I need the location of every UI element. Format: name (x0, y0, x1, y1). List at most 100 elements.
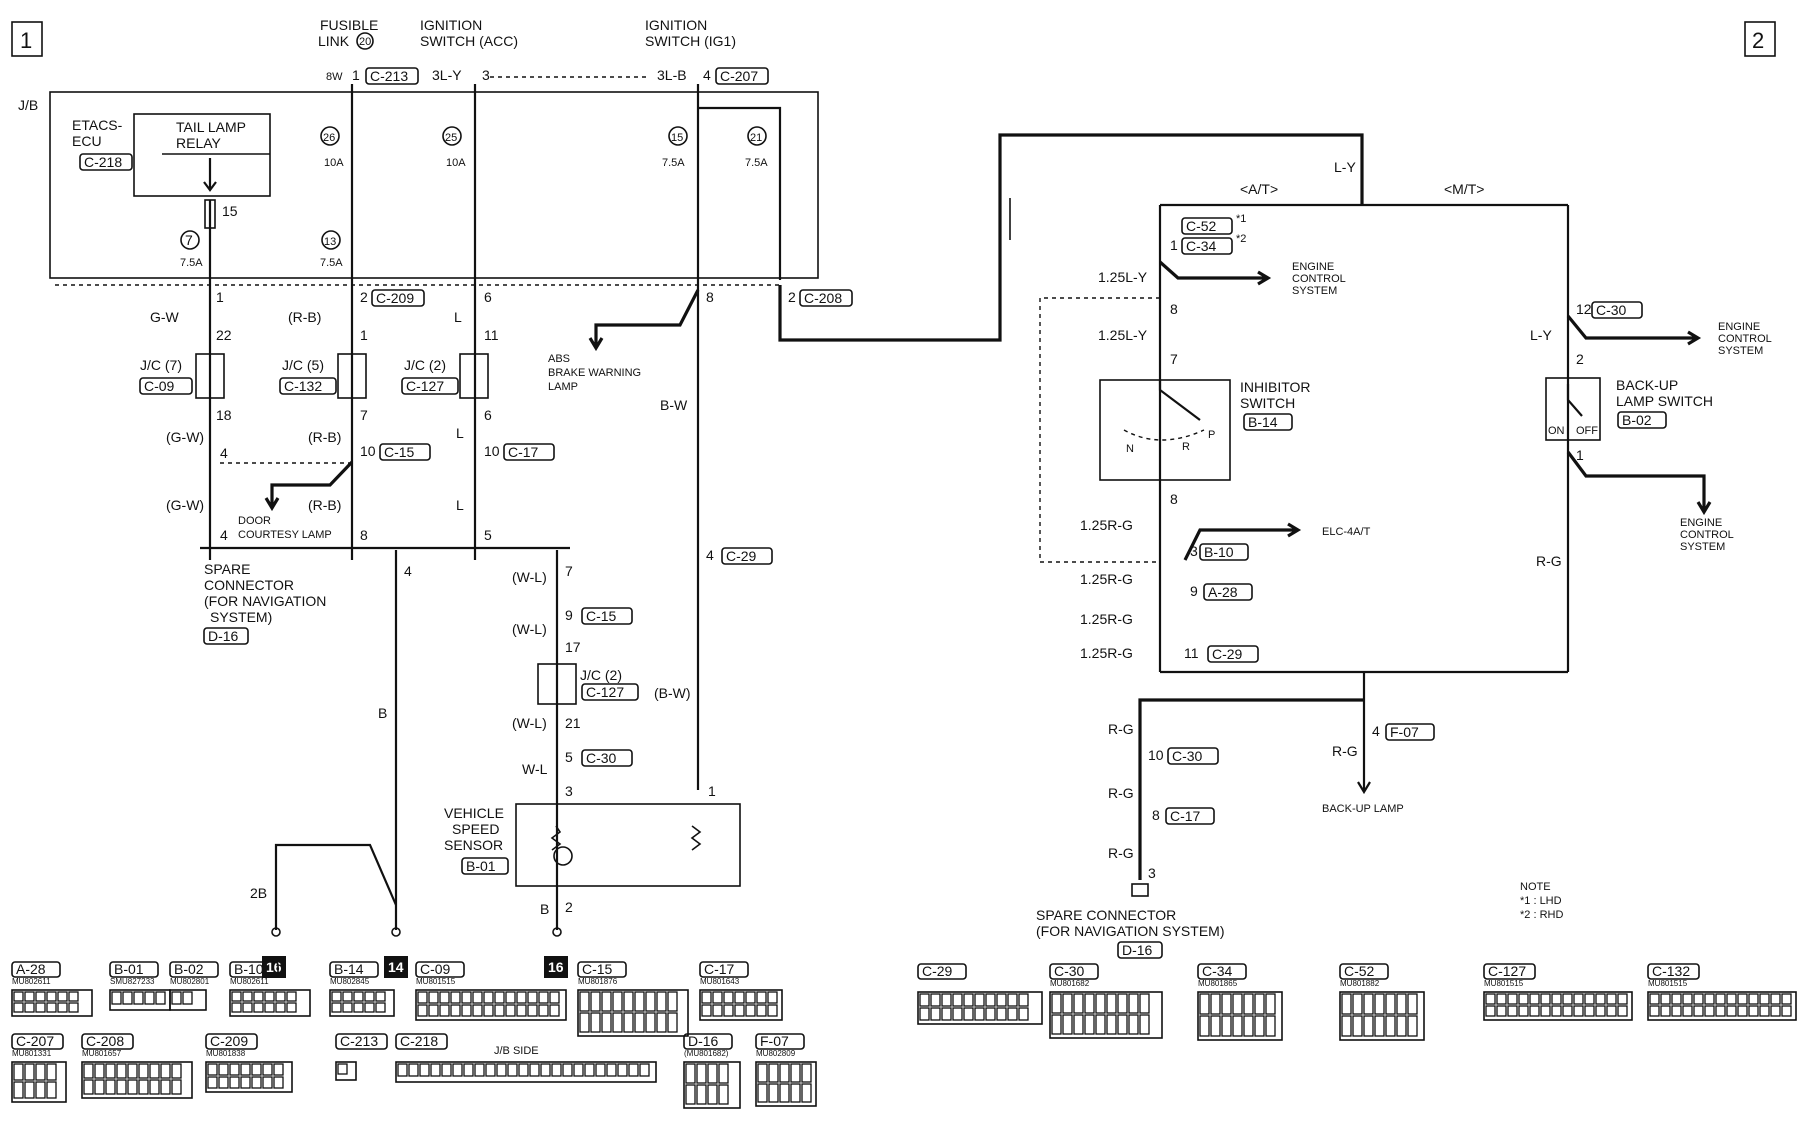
wire-label-wl: (W-L) (512, 569, 547, 585)
vss-label: VEHICLE (444, 805, 504, 821)
right-pin-7: 7 (1170, 351, 1178, 367)
right-pin-10: 10 (1148, 747, 1164, 763)
ignition-acc-label: IGNITION (420, 17, 482, 33)
ecs1-label-2: CONTROL (1292, 273, 1346, 285)
backup-on: ON (1548, 425, 1565, 437)
inhibitor-dashed-link (1039, 297, 1160, 563)
wire-ecs-2 (1566, 314, 1702, 346)
spare-left-label: SPARE (204, 561, 250, 577)
wire-label-wl-2: (W-L) (512, 621, 547, 637)
conn-c213-top: C-213 (370, 68, 408, 84)
conn-c30-right: C-30 (1596, 302, 1627, 318)
backup-switch-lever (1566, 384, 1583, 417)
connector-c-218: C-218 (395, 1033, 657, 1083)
door-label: DOOR (238, 515, 271, 527)
vss-pin-3: 3 (565, 783, 573, 799)
vss-pin-1: 1 (708, 783, 716, 799)
pin-10-acc: 10 (484, 443, 500, 459)
spare-pin-7: 7 (565, 563, 573, 579)
svg-text:2: 2 (1752, 28, 1764, 53)
connector-part-number: MU801876 (578, 977, 618, 986)
wire-label-gw: G-W (150, 309, 180, 325)
svg-text:7.5A: 7.5A (320, 257, 343, 269)
conn-c34: C-34 (1186, 238, 1217, 254)
conn-c52-frame (1181, 217, 1233, 235)
spare-pin-4: 4 (220, 527, 228, 543)
svg-text:16: 16 (548, 959, 564, 975)
fusible-link-label: FUSIBLE (320, 17, 378, 33)
connector-name: C-209 (210, 1033, 248, 1049)
connector-part-number: MU801331 (12, 1049, 52, 1058)
svg-text:22: 22 (216, 327, 232, 343)
connector-part-number: MU801657 (82, 1049, 122, 1058)
connector-part-number: MU802845 (330, 977, 370, 986)
door-label-2: COURTESY LAMP (238, 529, 332, 541)
connector-name: C-09 (420, 961, 451, 977)
connector-name: B-14 (334, 961, 364, 977)
ig1-pin: 4 (703, 67, 711, 83)
connector-part-number: MU801515 (1484, 979, 1524, 988)
conn-c209-frame (371, 289, 425, 307)
tail-lamp-relay-label: TAIL LAMP (176, 119, 246, 135)
right-pin-12: 12 (1576, 301, 1592, 317)
ecs1-label-3: SYSTEM (1292, 285, 1337, 297)
conn-c34-frame (1181, 237, 1233, 255)
backup-label: BACK-UP (1616, 377, 1678, 393)
junction-block-label: J/B (18, 97, 38, 113)
wire-125rg: 1.25R-G (1080, 517, 1133, 533)
wire-elc (1183, 522, 1302, 561)
section-marker-left: 1 (11, 21, 43, 57)
abs-label-2: BRAKE WARNING (548, 367, 641, 379)
connector-name: B-02 (174, 961, 204, 977)
fuse-25: 25 10A (442, 126, 466, 169)
conn-d16: D-16 (208, 628, 239, 644)
conn-c29-left-frame (721, 547, 773, 565)
wire-ecs-1 (1158, 260, 1272, 286)
connector-part-number: MU801865 (1198, 979, 1238, 988)
svg-text:21: 21 (750, 132, 762, 144)
star-1: *1 (1236, 213, 1246, 225)
wire-ig1-branch (698, 106, 782, 280)
connector-name: D-16 (688, 1033, 719, 1049)
fusible-link-wire: 8W (326, 71, 343, 83)
connector-name: A-28 (16, 961, 46, 977)
jc2b-bot: 21 (565, 715, 581, 731)
wire-abs-branch (588, 289, 700, 352)
wire-spare-right (1138, 698, 1364, 880)
right-pin-4: 4 (1372, 723, 1380, 739)
connector-name: C-29 (922, 963, 953, 979)
spare-pin-5: 5 (484, 527, 492, 543)
jc2b-conn: C-127 (586, 684, 624, 700)
vehicle-speed-sensor-box (515, 803, 741, 887)
jb-side-label: J/B SIDE (494, 1045, 539, 1057)
inhibitor-n: N (1126, 443, 1134, 455)
conn-c208-frame (799, 289, 853, 307)
conn-c15b-frame (581, 607, 633, 625)
connector-c-29: C-29 (917, 963, 1043, 1025)
fusible-link-number-badge (356, 32, 374, 50)
conn-b14-frame (1243, 413, 1293, 431)
wire-label-l: L (454, 309, 462, 325)
abs-label-3: LAMP (548, 381, 578, 393)
wire-125ly-2: 1.25L-Y (1098, 327, 1148, 343)
inhibitor-p: P (1208, 429, 1215, 441)
ecs3-label-2: CONTROL (1680, 529, 1734, 541)
wire-125rg-3: 1.25R-G (1080, 611, 1133, 627)
conn-c29-left: C-29 (726, 548, 757, 564)
wire-label-wl-3: (W-L) (512, 715, 547, 731)
wire-label-rb-3: (R-B) (308, 497, 341, 513)
tail-lamp-relay-label-2: RELAY (176, 135, 222, 151)
jb-pin-2: 2 (360, 289, 368, 305)
wire-backup-lamp (1357, 672, 1371, 795)
pin-5-c30: 5 (565, 749, 573, 765)
note-line-2: *2 : RHD (1520, 909, 1563, 921)
svg-text:C-09: C-09 (144, 378, 175, 394)
fuse-13: 13 7.5A (320, 230, 343, 269)
ig1-wire: 3L-B (657, 67, 687, 83)
conn-c17-frame (503, 443, 555, 461)
conn-c208: C-208 (804, 290, 842, 306)
